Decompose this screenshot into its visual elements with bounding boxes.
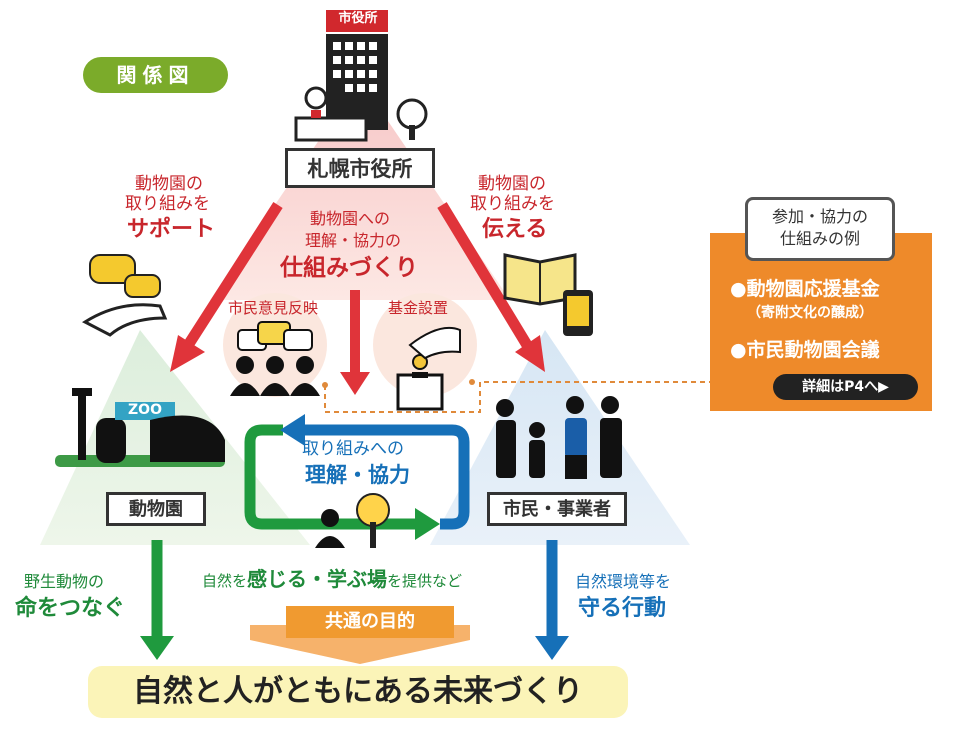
- loop-blue-path: [300, 424, 470, 530]
- city-hall-building-icon: [294, 10, 388, 142]
- place-emph: 感じる・学ぶ場: [247, 567, 388, 591]
- family-icon: [496, 396, 622, 479]
- place-suffix: を提供など: [387, 572, 463, 590]
- title-badge: 関係図: [83, 57, 228, 93]
- citizens-triangle: [430, 330, 690, 545]
- tree-icon: [396, 98, 428, 140]
- city-hall-sign: 市役所: [338, 11, 378, 26]
- understanding-line1: 取り組みへの: [302, 439, 404, 459]
- mechanism-line1: 動物園への: [310, 209, 391, 228]
- side-panel-heading: 参加・協力の 仕組みの例: [745, 197, 895, 261]
- phone-icon: [563, 290, 593, 336]
- loop-green-head: [415, 508, 440, 540]
- side-item-fund-note: （寄附文化の醸成）: [747, 305, 873, 321]
- mechanism-arrow: [340, 290, 370, 395]
- wildlife-arrow: [140, 540, 174, 660]
- fund-box-icon: [396, 326, 461, 411]
- support-hand-icon: [81, 254, 168, 337]
- understanding-emph: 理解・協力: [305, 463, 410, 487]
- wildlife-line1: 野生動物の: [24, 572, 105, 591]
- mechanism-emph: 仕組みづくり: [280, 255, 418, 281]
- zoo-sign: ZOO: [128, 402, 162, 418]
- protect-line1: 自然環境等を: [575, 572, 672, 591]
- citizens-label: 市民・事業者: [487, 492, 627, 526]
- side-heading-line2: 仕組みの例: [779, 229, 860, 248]
- dashed-connector: [324, 381, 710, 413]
- side-item-fund: ●動物園応援基金: [730, 278, 880, 300]
- person-tree-icon: [315, 493, 390, 548]
- zoo-label: 動物園: [106, 492, 206, 526]
- purpose-label: 共通の目的: [286, 606, 454, 638]
- opinion-label: 市民意見反映: [228, 299, 319, 317]
- protect-emph: 守る行動: [578, 596, 667, 621]
- support-line2: 取り組みを: [125, 194, 210, 214]
- support-line1: 動物園の: [135, 174, 203, 194]
- details-p4-link[interactable]: 詳細はP4へ▶: [773, 374, 918, 400]
- citizen-opinion-icon: [230, 321, 320, 396]
- loop-blue-head: [280, 414, 305, 446]
- goal-banner: 自然と人がともにある未来づくり: [88, 666, 628, 718]
- protect-arrow: [535, 540, 569, 660]
- loop-green-path: [244, 424, 420, 530]
- inform-line2: 取り組みを: [470, 194, 555, 214]
- inform-line1: 動物園の: [478, 174, 546, 194]
- inform-emph: 伝える: [482, 217, 548, 242]
- place-text: 自然を感じる・学ぶ場を提供など: [202, 568, 462, 591]
- inform-arrow: [437, 202, 545, 372]
- city-hall-label: 札幌市役所: [285, 148, 435, 188]
- wildlife-emph: 命をつなぐ: [15, 596, 126, 621]
- support-emph: サポート: [127, 217, 216, 242]
- support-arrow: [170, 202, 283, 372]
- fund-label: 基金設置: [388, 299, 449, 317]
- side-heading-line1: 参加・協力の: [771, 207, 868, 226]
- mechanism-line2: 理解・協力の: [305, 231, 402, 250]
- side-item-council: ●市民動物園会議: [730, 339, 880, 361]
- zoo-animals-icon: [55, 388, 225, 467]
- place-prefix: 自然を: [202, 572, 248, 590]
- city-hall-triangle: [210, 80, 510, 300]
